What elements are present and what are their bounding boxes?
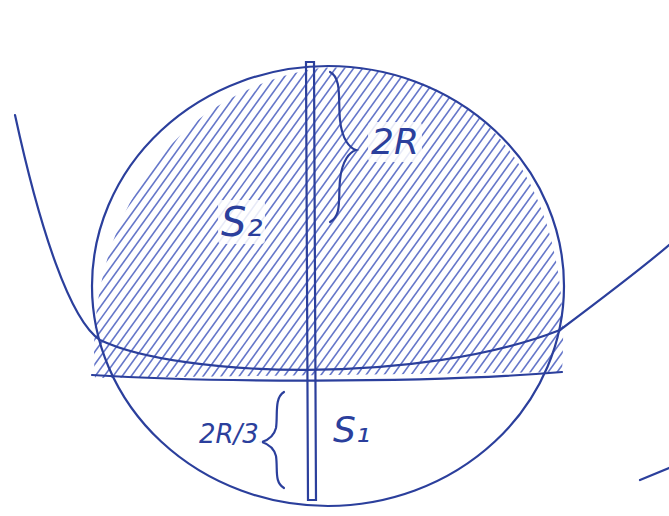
hatch-line <box>303 40 563 400</box>
hatch-line <box>0 40 86 400</box>
hatch-line <box>159 40 419 400</box>
hatch-line <box>528 40 669 400</box>
hatch-line <box>0 40 176 400</box>
cut-plane <box>92 372 562 381</box>
dimension-label: 2R/3 <box>196 420 262 449</box>
hatch-line <box>321 40 581 400</box>
hatch-line <box>510 40 669 400</box>
sphere-outline <box>92 66 564 506</box>
hatch-line <box>0 40 194 400</box>
hatch-line <box>618 40 669 400</box>
hatch-line <box>0 40 77 400</box>
hatch-line <box>69 40 329 400</box>
hatch-line <box>393 40 653 400</box>
hatch-line <box>645 40 669 400</box>
hatch-line <box>123 40 383 400</box>
hatch-line <box>582 40 669 400</box>
brace <box>262 392 284 488</box>
hatch-line <box>0 40 68 400</box>
hatch-line <box>591 40 669 400</box>
hatch-line <box>348 40 608 400</box>
hatch-line <box>0 40 113 400</box>
hatch-line <box>663 40 669 400</box>
hatch-line <box>132 40 392 400</box>
hatch-line <box>627 40 669 400</box>
hatch-line <box>42 40 302 400</box>
hatch-line <box>339 40 599 400</box>
hatch-line <box>33 40 293 400</box>
hatch-line <box>0 40 59 400</box>
hatch-line <box>0 40 95 400</box>
hatch-line <box>0 40 131 400</box>
hatch-line <box>519 40 669 400</box>
hatch-line <box>456 40 669 400</box>
bowl-curve <box>15 115 669 370</box>
hatch-line <box>168 40 428 400</box>
hatch-line <box>0 40 5 400</box>
hatch-line <box>555 40 669 400</box>
hatch-line <box>0 40 32 400</box>
hatch-line <box>213 40 473 400</box>
hatch-line <box>546 40 669 400</box>
hatch-line <box>609 40 669 400</box>
hatch-line <box>204 40 464 400</box>
hatch-line <box>375 40 635 400</box>
hatch-line <box>240 40 500 400</box>
hatch-line <box>564 40 669 400</box>
hatch-line <box>0 40 185 400</box>
brace <box>330 72 356 222</box>
hatch-line <box>51 40 311 400</box>
hatch-line <box>150 40 410 400</box>
hatch-line <box>492 40 669 400</box>
hatch-line <box>249 40 509 400</box>
hatch-line <box>654 40 669 400</box>
hatch-line <box>294 40 554 400</box>
hatch-line <box>420 40 669 400</box>
region-label: S₂ <box>218 200 265 244</box>
hatch-line <box>96 40 356 400</box>
hatch-line <box>501 40 669 400</box>
hatch-line <box>105 40 365 400</box>
dimension-label: 2R <box>368 122 422 162</box>
hatch-line <box>0 40 221 400</box>
hatch-line <box>6 40 266 400</box>
hatch-line <box>0 40 167 400</box>
hatch-line <box>573 40 669 400</box>
hatch-line <box>474 40 669 400</box>
hatch-line <box>636 40 669 400</box>
stroke-fragment <box>640 468 669 480</box>
hatch-line <box>366 40 626 400</box>
hatch-line <box>24 40 284 400</box>
hatch-line <box>0 40 14 400</box>
hatch-line <box>0 40 41 400</box>
hatch-line <box>330 40 590 400</box>
hatch-line <box>114 40 374 400</box>
hatch-line <box>600 40 669 400</box>
hatch-line <box>258 40 518 400</box>
hatch-line <box>141 40 401 400</box>
hatch-line <box>465 40 669 400</box>
hatch-line <box>60 40 320 400</box>
axis-line <box>306 62 316 500</box>
hatch-line <box>15 40 275 400</box>
hatch-line <box>231 40 491 400</box>
hatch-line <box>537 40 669 400</box>
hatch-line <box>357 40 617 400</box>
hatch-line <box>0 40 140 400</box>
hatch-line <box>0 40 239 400</box>
hatch-line <box>0 40 104 400</box>
hatch-line <box>0 40 23 400</box>
region-label: S₁ <box>330 410 373 450</box>
hatch-line <box>195 40 455 400</box>
